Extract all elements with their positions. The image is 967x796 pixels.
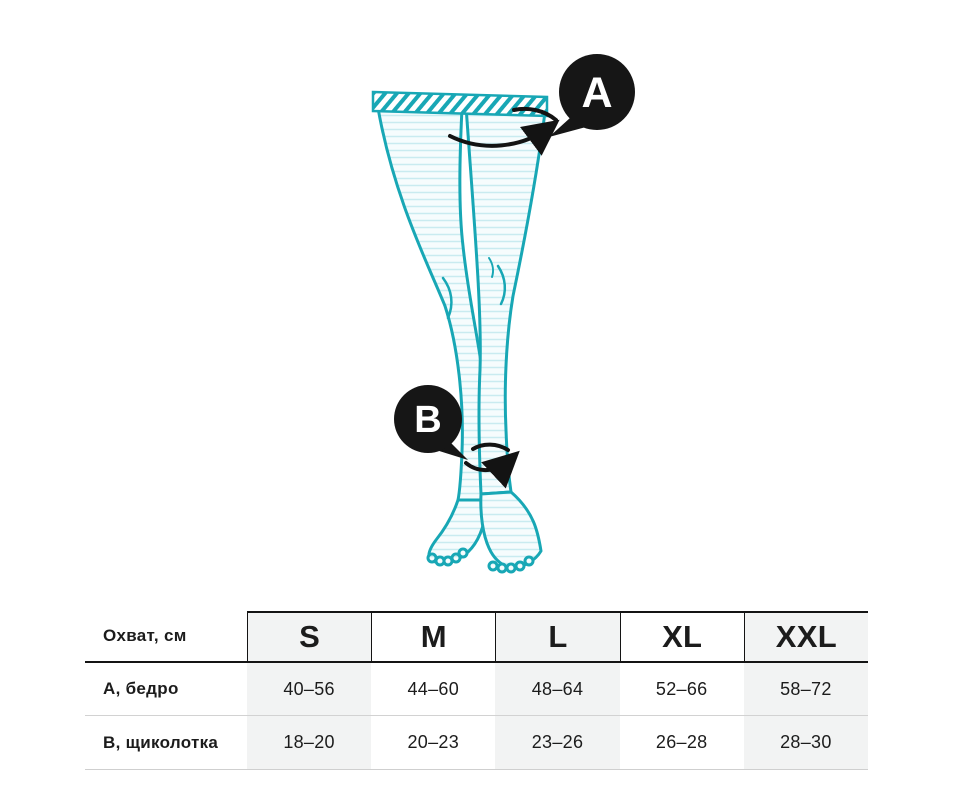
cell-thigh-xl: 52–66 [619,663,744,716]
size-table: Охват, см S M L XL XXL А, бедро 40–56 44… [85,611,868,770]
size-header-l: L [495,611,620,663]
cell-thigh-m: 44–60 [371,663,496,716]
size-header-m: M [371,611,496,663]
cell-ankle-s: 18–20 [247,716,372,770]
row-label-thigh: А, бедро [85,663,247,716]
table-corner-label: Охват, см [85,611,247,663]
measurement-badge-a: A [549,54,635,137]
cell-ankle-xl: 26–28 [619,716,744,770]
row-label-ankle: В, щиколотка [85,716,247,770]
cell-ankle-l: 23–26 [495,716,620,770]
cell-ankle-xxl: 28–30 [743,716,868,770]
legs-art [376,102,548,574]
size-header-xxl: XXL [743,611,868,663]
badge-b-label: B [414,399,441,441]
size-header-xl: XL [619,611,744,663]
badge-a-label: A [581,69,612,117]
right-leg-shape [464,102,548,496]
size-header-s: S [247,611,372,663]
cell-thigh-xxl: 58–72 [743,663,868,716]
legs-illustration: A B [371,54,635,574]
cell-thigh-l: 48–64 [495,663,620,716]
thigh-rotation-arrow-icon [448,106,560,156]
cell-ankle-m: 20–23 [371,716,496,770]
ankle-rotation-arrow-icon [464,442,520,489]
measurement-badge-b: B [394,385,468,460]
stocking-top-band [371,90,549,118]
cell-thigh-s: 40–56 [247,663,372,716]
